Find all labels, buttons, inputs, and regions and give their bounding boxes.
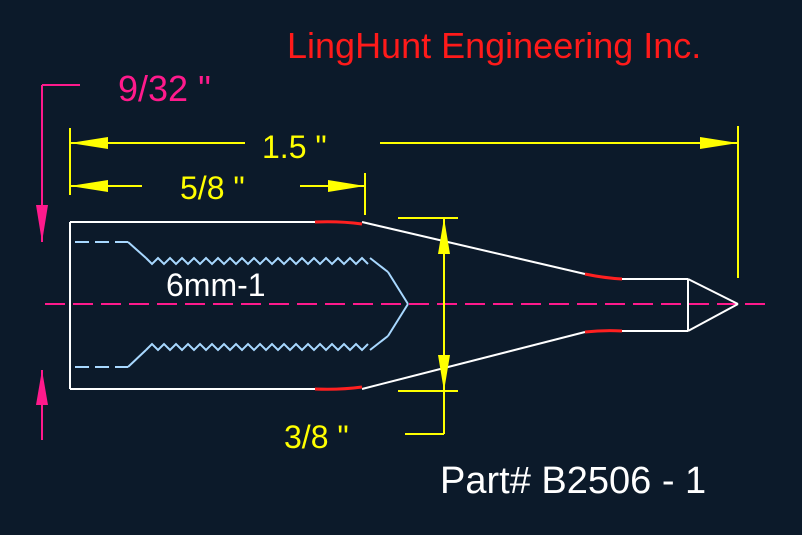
company-title: LingHunt Engineering Inc.: [287, 25, 701, 66]
dimension-height: [36, 84, 80, 440]
part-outline: [69, 221, 739, 390]
part-number-label: Part# B2506 - 1: [440, 460, 706, 502]
dimension-overall-length: [69, 126, 739, 278]
overall-length-label: 1.5 ": [262, 129, 327, 165]
fillet-edges: [314, 220, 623, 391]
height-label: 9/32 ": [118, 68, 211, 109]
dimension-thread-length: [70, 173, 366, 215]
tip-diameter-label: 3/8 ": [284, 419, 349, 455]
dimension-tip-diameter: [398, 217, 458, 435]
thread-length-label: 5/8 ": [180, 170, 245, 206]
internal-thread: [75, 241, 409, 368]
thread-spec-label: 6mm-1: [166, 267, 266, 303]
